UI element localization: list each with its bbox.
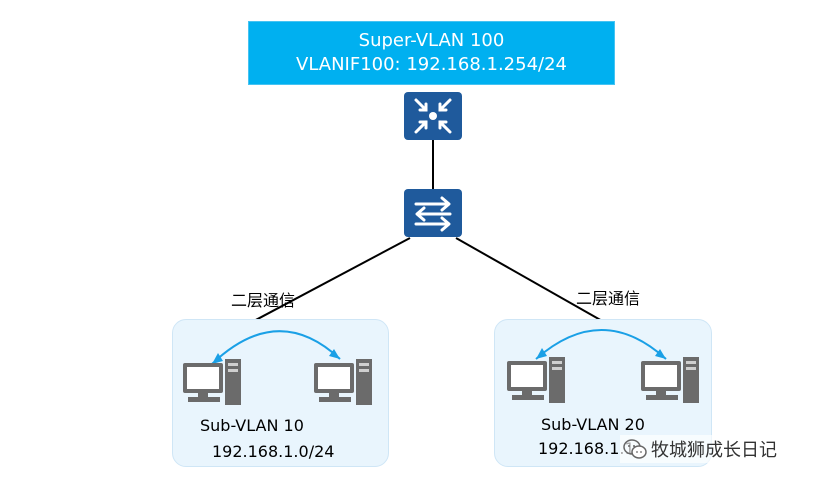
pc-icon[interactable] xyxy=(183,357,245,411)
layer2-comm-label-1: 二层通信 xyxy=(231,291,296,310)
wechat-icon xyxy=(623,438,647,460)
super-vlan-banner: Super-VLAN 100 VLANIF100: 192.168.1.254/… xyxy=(248,21,615,85)
switch-icon[interactable] xyxy=(404,189,462,237)
watermark-text: 牧城狮成长日记 xyxy=(651,440,777,461)
switch-group2-link xyxy=(455,237,605,323)
router-icon[interactable] xyxy=(404,92,462,140)
sub-vlan-10-subnet: 192.168.1.0/24 xyxy=(212,442,335,461)
pc-icon[interactable] xyxy=(507,355,569,409)
sub-vlan-20-name: Sub-VLAN 20 xyxy=(541,415,645,434)
pc-icon[interactable] xyxy=(641,355,703,409)
layer2-arrow-1 xyxy=(211,330,341,365)
sub-vlan-20-subnet: 192.168.1.1 xyxy=(538,439,635,458)
sub-vlan-10-name: Sub-VLAN 10 xyxy=(200,416,304,435)
sub-vlan-10-group xyxy=(172,319,389,467)
pc-icon[interactable] xyxy=(314,357,376,411)
layer2-arrow-2 xyxy=(535,329,667,360)
layer2-comm-label-2: 二层通信 xyxy=(576,289,641,308)
watermark: 牧城狮成长日记 xyxy=(620,435,780,463)
switch-group1-link xyxy=(251,237,411,323)
super-vlan-title: Super-VLAN 100 xyxy=(358,30,505,51)
vlanif-address: VLANIF100: 192.168.1.254/24 xyxy=(296,54,567,75)
